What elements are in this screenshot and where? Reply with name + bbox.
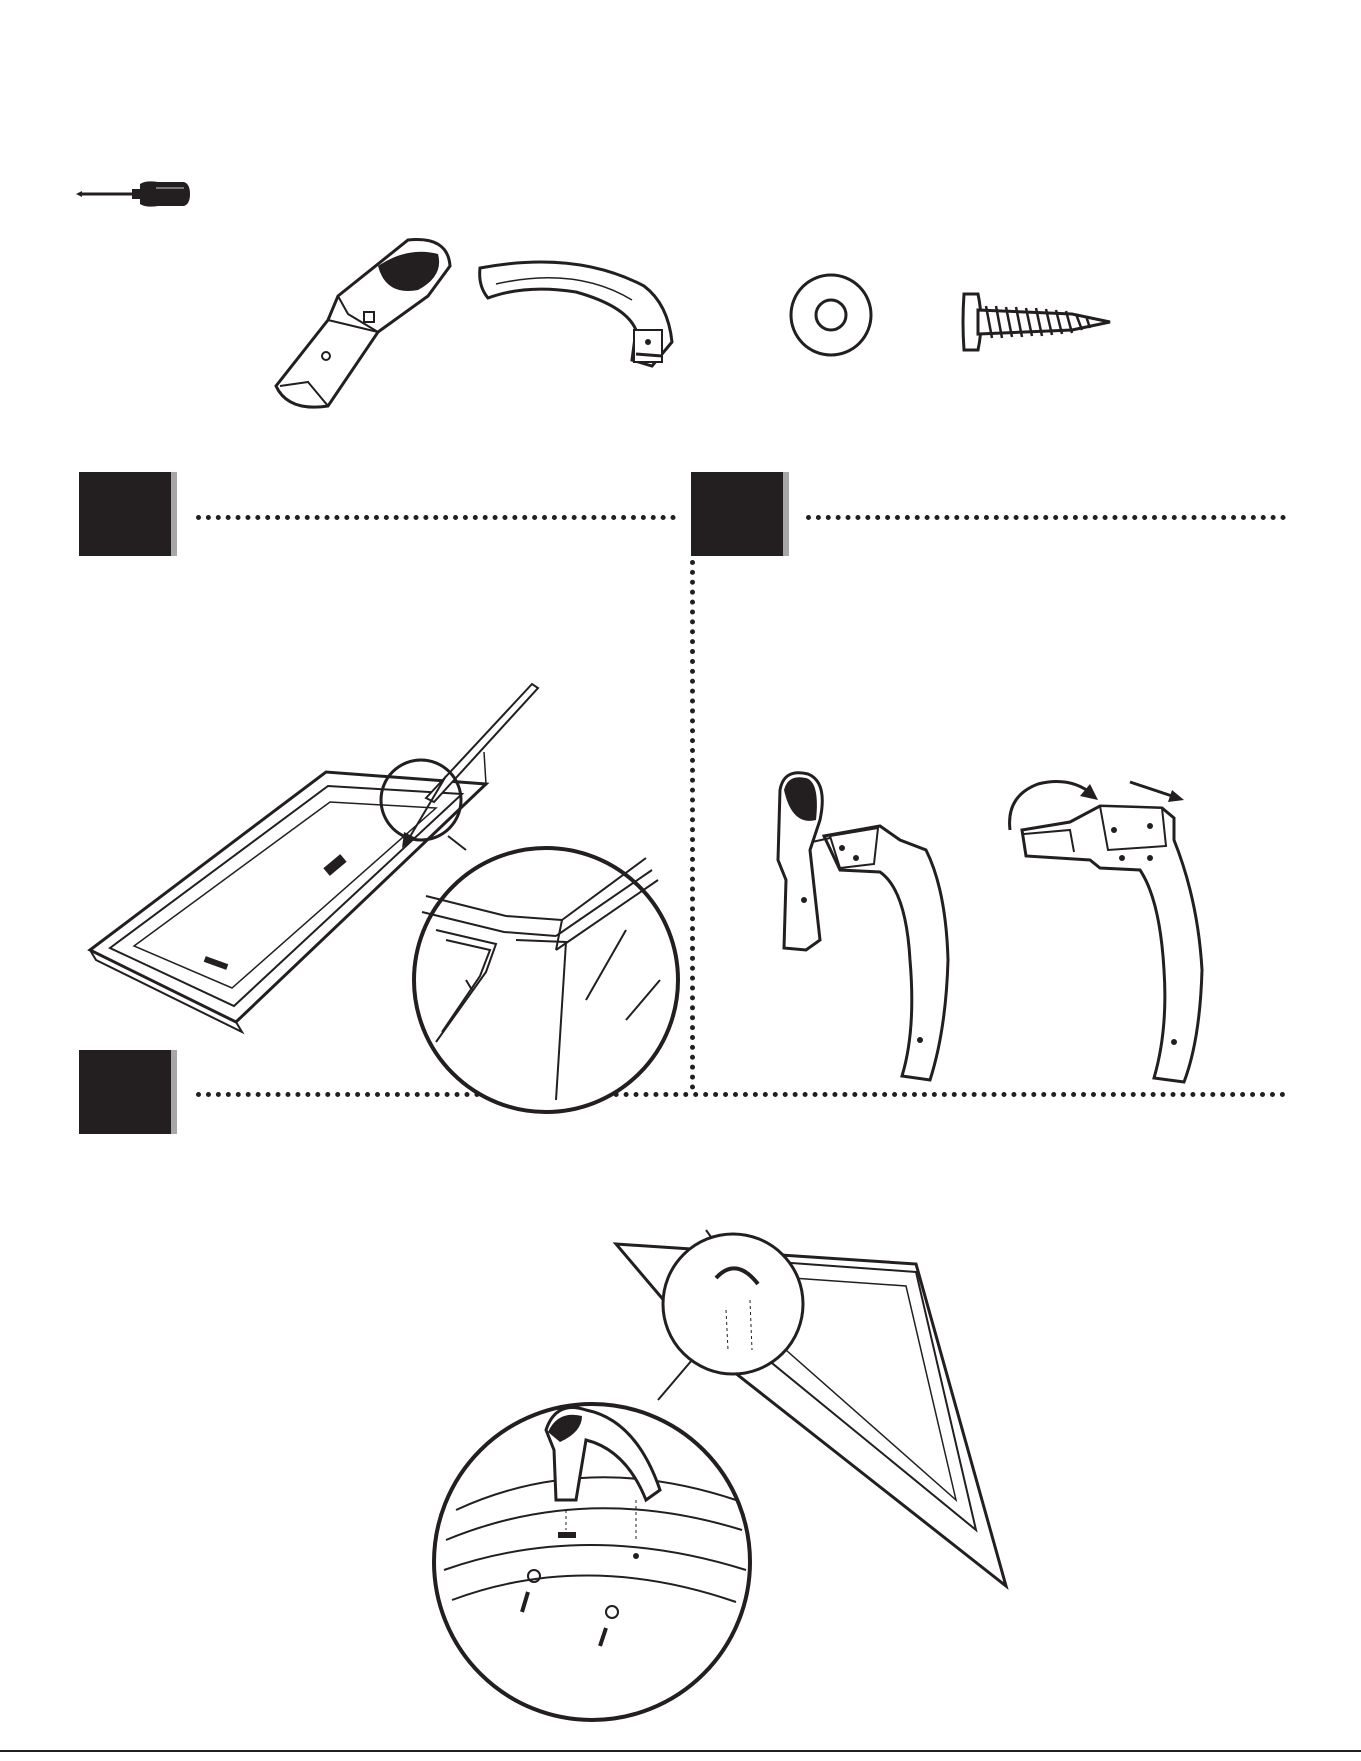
page-bottom-rule — [0, 1750, 1361, 1752]
step-a-marker — [79, 472, 171, 556]
column-divider — [690, 560, 695, 1090]
door-rail-illustration — [86, 680, 686, 1090]
step-c-divider — [196, 1092, 1286, 1097]
washer-icon — [788, 272, 874, 358]
step-b-marker — [691, 472, 783, 556]
handle-assembly-illustration — [770, 760, 1330, 1090]
step-b-divider — [806, 515, 1286, 520]
screw-icon — [962, 288, 1112, 356]
handle-arc-icon — [476, 256, 676, 371]
screwdriver-icon — [76, 178, 191, 210]
handle-mounting-illustration — [436, 1200, 1036, 1740]
step-a-divider — [196, 515, 676, 520]
handle-lever-icon — [268, 236, 458, 416]
